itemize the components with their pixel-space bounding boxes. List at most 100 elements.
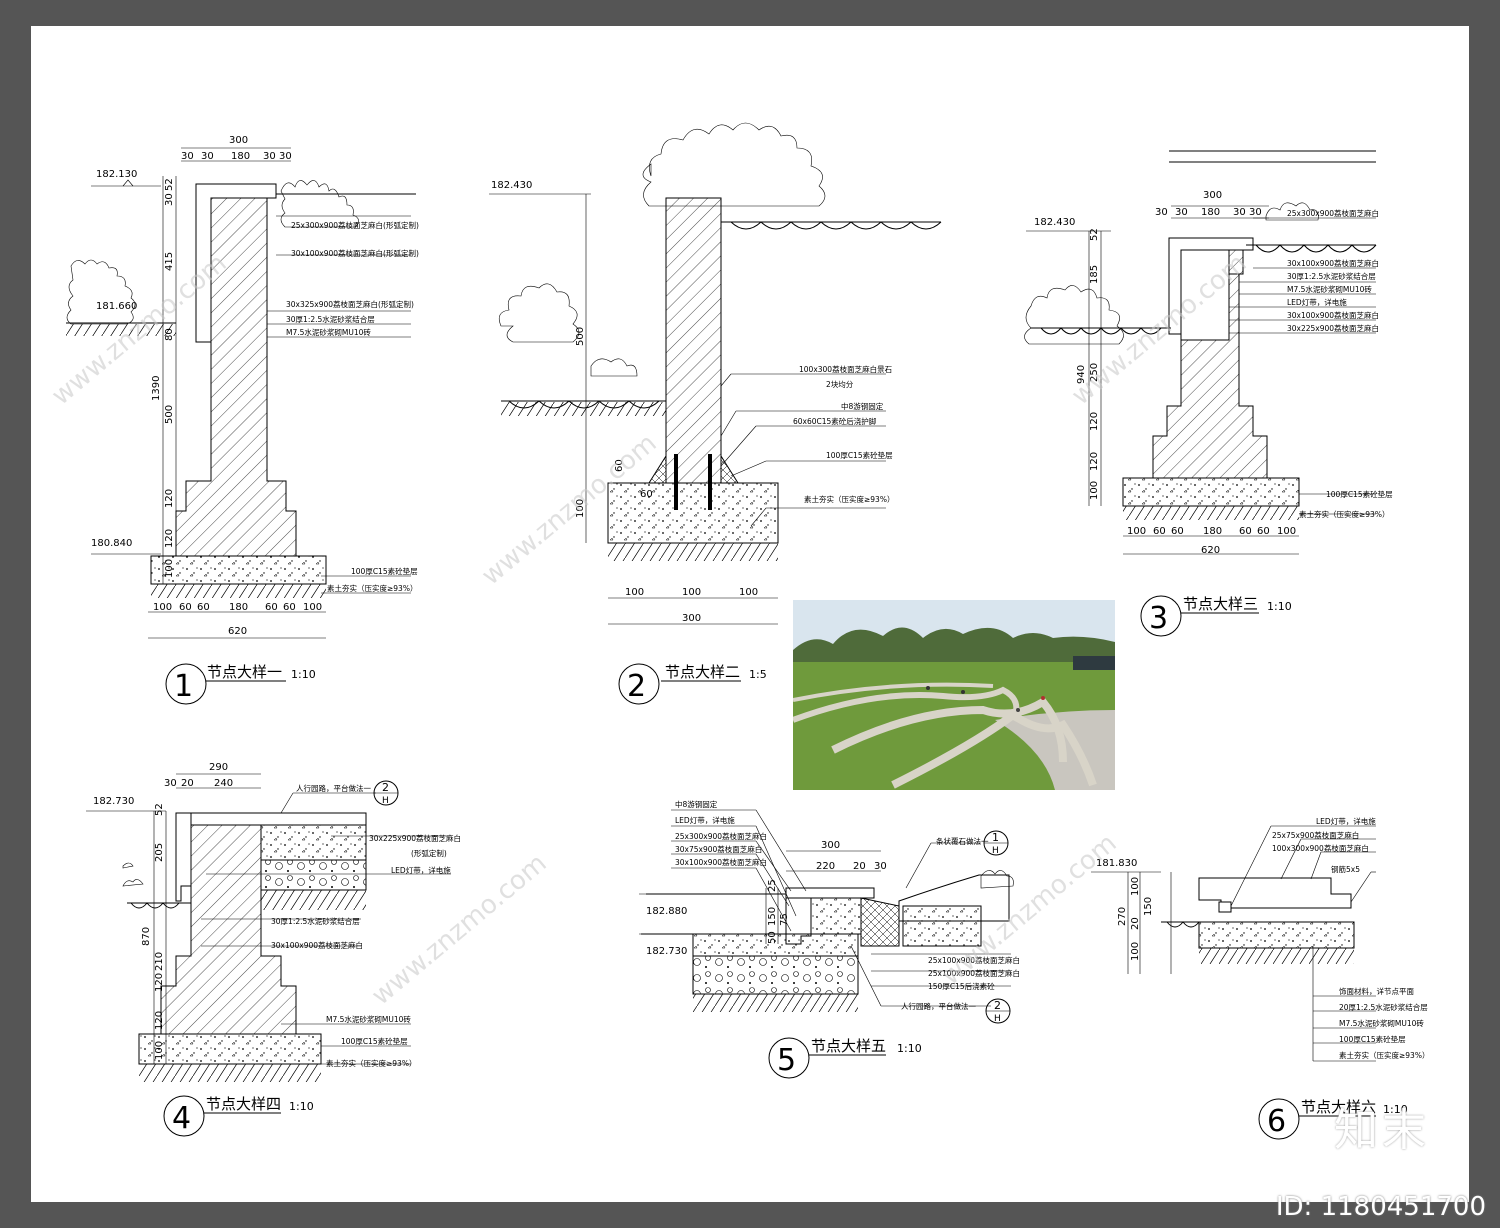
elevation-label: 182.880 (646, 906, 687, 917)
note-label: 100厚C15素砼垫层 (1339, 1034, 1406, 1044)
dim-label: 30 (1155, 207, 1168, 218)
dim-label: 180 (229, 602, 248, 613)
dim-label: 30 (201, 151, 214, 162)
note-label: M7.5水泥砂浆砌MU10砖 (286, 327, 371, 337)
note-label: 素土夯实（压实度≥93%） (326, 1058, 416, 1068)
note-label: 60x60C15素砼后浇护脚 (793, 416, 876, 426)
dim-label: 180 (1203, 526, 1222, 537)
dim-label: 250 (1089, 363, 1100, 382)
note-label: 30x100x900荔枝面芝麻白 (675, 857, 767, 867)
note-label: 20厚1:2.5水泥砂浆结合层 (1339, 1002, 1428, 1012)
note-label: 100厚C15素砼垫层 (1326, 489, 1393, 499)
dim-label: 870 (141, 927, 152, 946)
note-label: 100厚C15素砼垫层 (826, 450, 893, 460)
dim-label: 60 (283, 602, 296, 613)
detail-title: 节点大样二 (665, 663, 740, 681)
ref-sheet: H (382, 796, 389, 806)
dim-label: 500 (164, 405, 175, 424)
dim-label: 60 (265, 602, 278, 613)
dim-label: 100 (1089, 481, 1100, 500)
detail-number: 3 (1149, 601, 1168, 636)
dim-label: 60 (197, 602, 210, 613)
note-label: 钢筋5x5 (1331, 864, 1360, 874)
dim-label: 1390 (151, 376, 162, 401)
note-label: M7.5水泥砂浆砌MU10砖 (1339, 1018, 1424, 1028)
note-label: 100厚C15素砼垫层 (351, 566, 418, 576)
dim-label: 185 (1089, 265, 1100, 284)
dim-label: 100 (625, 587, 644, 598)
dim-label: 52 (1089, 228, 1100, 241)
note-label: 素土夯实（压实度≥93%） (327, 583, 417, 593)
drawing-sheet: 182.130 181.660 180.840 300 30 30 180 30… (31, 26, 1469, 1202)
note-label: 30x225x900荔枝面芝麻白 (1287, 323, 1379, 333)
detail-number: 5 (777, 1043, 796, 1078)
dim-label: 30 (181, 151, 194, 162)
dim-label: 120 (164, 489, 175, 508)
detail-scale: 1:10 (291, 668, 316, 681)
detail-number: 4 (172, 1101, 191, 1136)
dim-label: 100 (1277, 526, 1296, 537)
note-label: 素土夯实（压实度≥93%） (1299, 509, 1389, 519)
note-label: 100厚C15素砼垫层 (341, 1036, 408, 1046)
note-label: 25x300x900荔枝面芝麻白 (1287, 208, 1379, 218)
ref-number: 1 (992, 831, 999, 844)
note-label: LED灯带，详电施 (675, 815, 735, 825)
note-label: 100x300x900荔枝面芝麻白 (1272, 843, 1369, 853)
terrace-photo-image (793, 600, 1115, 790)
note-label: 30厚1:2.5水泥砂浆结合层 (271, 916, 360, 926)
shrub-icon (122, 862, 144, 887)
detail-scale: 1:10 (1267, 600, 1292, 613)
note-label: 素土夯实（压实度≥93%） (1339, 1050, 1429, 1060)
detail-scale: 1:10 (1383, 1103, 1408, 1116)
note-label: 30x225x900荔枝面芝麻白 (369, 833, 461, 843)
dim-label: 52 (164, 178, 175, 191)
dim-label: 30 (1249, 207, 1262, 218)
ref-number: 2 (994, 999, 1001, 1012)
dim-label: 60 (1153, 526, 1166, 537)
shrub-icon (1024, 285, 1124, 345)
dim-label: 30 (164, 778, 177, 789)
elevation-label: 181.660 (96, 301, 137, 312)
elevation-label: 182.730 (646, 946, 687, 957)
note-label: 25x300x900荔枝面芝麻白 (675, 831, 767, 841)
dim-label: 300 (821, 840, 840, 851)
note-label: 30厚1:2.5水泥砂浆结合层 (286, 314, 375, 324)
elevation-label: 182.130 (96, 169, 137, 180)
watermark-brand: 知末 (1334, 1105, 1430, 1156)
detail-6: 181.830 270 100 150 20 100 LED灯带，详电施 25x… (1091, 816, 1429, 1140)
dim-label: 290 (209, 762, 228, 773)
dim-label: 300 (682, 613, 701, 624)
dim-label: 100 (739, 587, 758, 598)
note-label: 150厚C15后浇素砼 (928, 981, 995, 991)
dim-label: 60 (614, 459, 625, 472)
dim-label: 120 (1089, 412, 1100, 431)
detail-title: 节点大样四 (206, 1095, 281, 1113)
dim-label: 120 (154, 1011, 165, 1030)
tree-canopy-icon (642, 122, 826, 207)
note-label: 100x300荔枝面芝麻白景石 (799, 364, 893, 374)
dim-label: 180 (1201, 207, 1220, 218)
dim-label: 25 (767, 879, 778, 892)
dim-label: 205 (154, 843, 165, 862)
dim-label: 50 (767, 931, 778, 944)
elevation-label: 180.840 (91, 538, 132, 549)
dim-label: 100 (303, 602, 322, 613)
ref-sheet: H (994, 1014, 1001, 1024)
note-label: 素土夯实（压实度≥93%） (804, 494, 894, 504)
note-label: 人行园路，平台做法一 (901, 1001, 976, 1011)
dim-label: 120 (1089, 452, 1100, 471)
dim-label: 30 (1233, 207, 1246, 218)
note-label: LED灯带，详电施 (1316, 816, 1376, 826)
detail-title: 节点大样五 (811, 1037, 886, 1055)
dim-label: 120 (154, 973, 165, 992)
shrub-icon (66, 259, 136, 325)
detail-scale: 1:5 (749, 668, 767, 681)
shrub-icon (1265, 202, 1319, 221)
dim-label: 100 (1130, 877, 1141, 896)
dim-label: 60 (1257, 526, 1270, 537)
detail-title: 节点大样一 (207, 663, 282, 681)
dim-label: 20 (181, 778, 194, 789)
detail-2: 182.430 500 60 100 60 100 100 100 300 10… (489, 122, 942, 705)
note-label: 25x75x900荔枝面芝麻白 (1272, 830, 1359, 840)
dim-label: 150 (1143, 897, 1154, 916)
